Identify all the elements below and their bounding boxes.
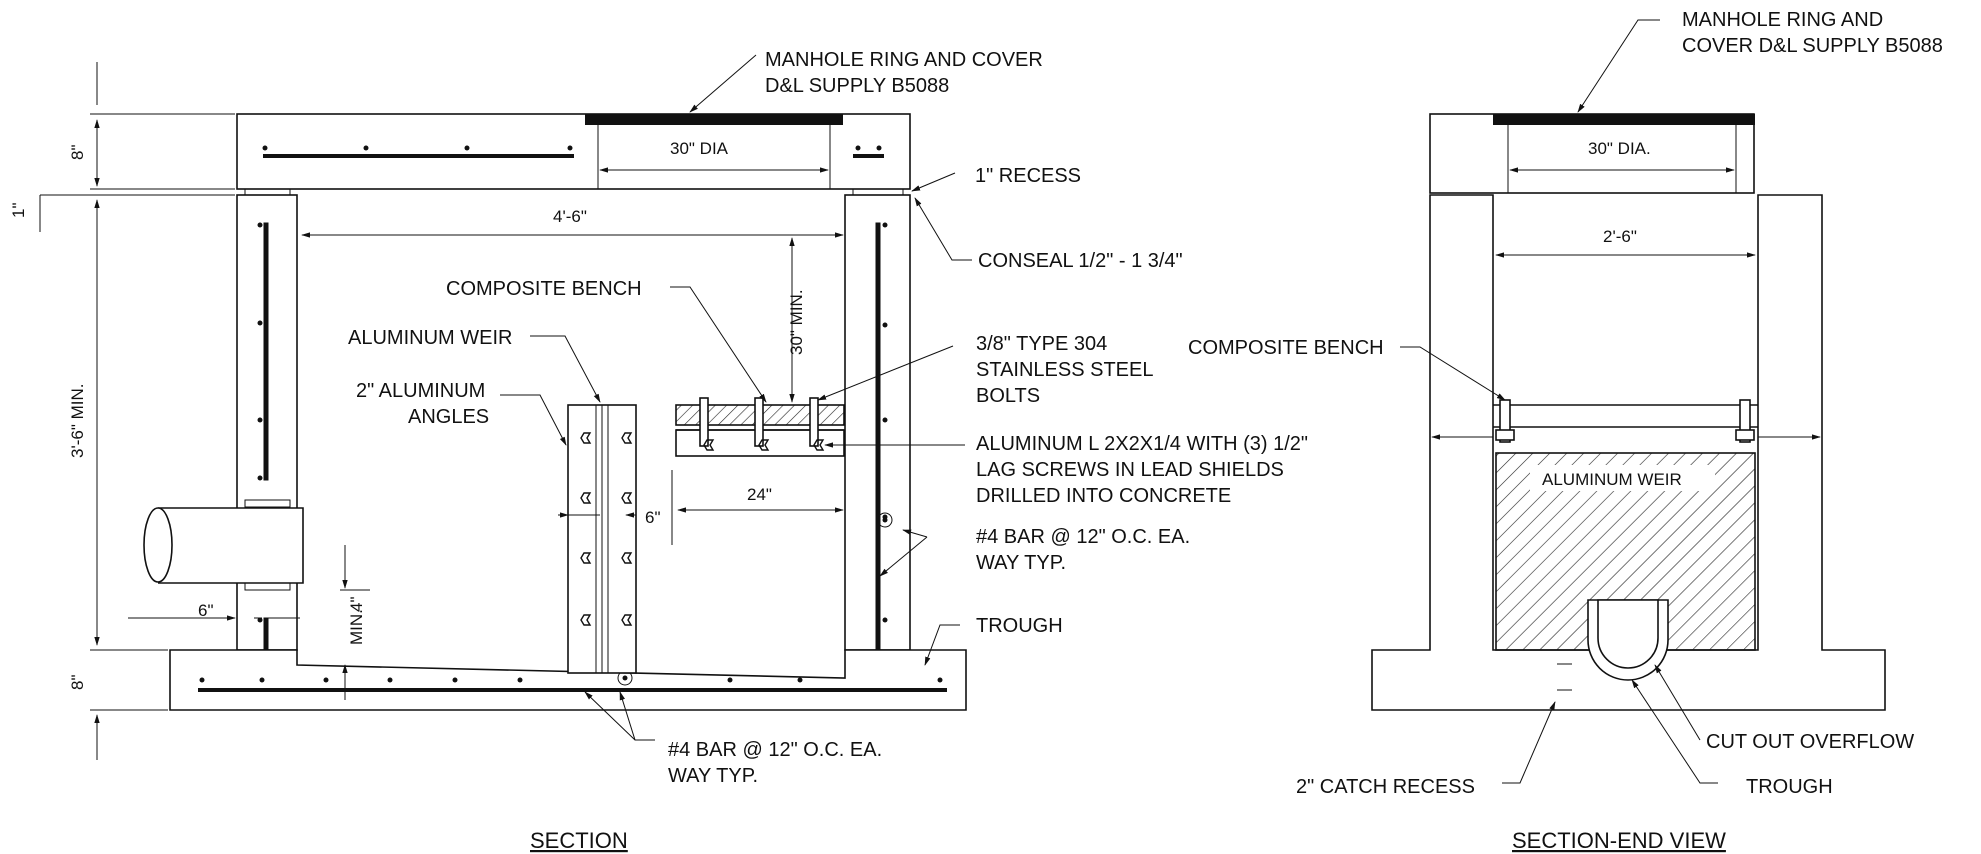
label-4-min-2: MIN. xyxy=(347,609,366,645)
end-label-composite-bench: COMPOSITE BENCH xyxy=(1188,337,1384,359)
label-6b: 6" xyxy=(198,601,214,620)
label-bolts-1: 3/8" TYPE 304 xyxy=(976,333,1107,355)
label-8-bot: 8" xyxy=(68,675,87,691)
label-3-6-min: 3'-6" MIN. xyxy=(68,384,87,458)
label-4-6: 4'-6" xyxy=(553,207,587,226)
label-manhole-ring-2: D&L SUPPLY B5088 xyxy=(765,75,949,97)
label-8-top: 8" xyxy=(68,145,87,161)
label-angles-1: 2" ALUMINUM xyxy=(356,380,485,402)
label-1: 1" xyxy=(9,203,28,219)
end-label-manhole-1: MANHOLE RING AND xyxy=(1682,9,1883,31)
label-aluminum-weir: ALUMINUM WEIR xyxy=(348,327,512,349)
label-bar-floor-1: #4 BAR @ 12" O.C. EA. xyxy=(668,739,882,761)
label-aluminum-l-2: LAG SCREWS IN LEAD SHIELDS xyxy=(976,459,1284,481)
end-label-manhole-2: COVER D&L SUPPLY B5088 xyxy=(1682,35,1943,57)
label-bar-wall-2: WAY TYP. xyxy=(976,552,1066,574)
end-label-trough: TROUGH xyxy=(1746,776,1833,798)
label-composite-bench: COMPOSITE BENCH xyxy=(446,278,642,300)
end-label-catch-recess: 2" CATCH RECESS xyxy=(1296,776,1475,798)
inlet-pipe xyxy=(158,507,304,584)
label-24: 24" xyxy=(747,485,772,504)
label-4-min-1: 4" xyxy=(347,597,366,613)
section-view: MANHOLE RING AND COVER D&L SUPPLY B5088 … xyxy=(9,49,1308,853)
end-label-30-dia: 30" DIA. xyxy=(1588,139,1651,158)
label-30-dia: 30" DIA xyxy=(670,139,729,158)
end-view-title: SECTION-END VIEW xyxy=(1512,828,1726,853)
label-bolts-2: STAINLESS STEEL xyxy=(976,359,1153,381)
top-slab xyxy=(236,113,911,190)
label-1-recess: 1" RECESS xyxy=(975,165,1081,187)
end-view: MANHOLE RING AND COVER D&L SUPPLY B5088 … xyxy=(1188,9,1943,853)
label-30-min: 30" MIN. xyxy=(787,289,806,355)
label-manhole-ring-1: MANHOLE RING AND COVER xyxy=(765,49,1043,71)
label-6a: 6" xyxy=(645,508,661,527)
label-bolts-3: BOLTS xyxy=(976,385,1040,407)
end-walls-floor xyxy=(1371,194,1886,711)
end-label-cut-out: CUT OUT OVERFLOW xyxy=(1706,731,1914,753)
label-bar-floor-2: WAY TYP. xyxy=(668,765,758,787)
label-aluminum-l-3: DRILLED INTO CONCRETE xyxy=(976,485,1231,507)
end-label-2-6: 2'-6" xyxy=(1603,227,1637,246)
label-bar-wall-1: #4 BAR @ 12" O.C. EA. xyxy=(976,526,1190,548)
label-trough: TROUGH xyxy=(976,615,1063,637)
floor-slab xyxy=(169,649,967,711)
section-title: SECTION xyxy=(530,828,628,853)
label-conseal: CONSEAL 1/2" - 1 3/4" xyxy=(978,250,1183,272)
label-angles-2: ANGLES xyxy=(408,406,489,428)
end-label-aluminum-weir: ALUMINUM WEIR xyxy=(1542,470,1682,489)
label-aluminum-l-1: ALUMINUM L 2X2X1/4 WITH (3) 1/2" xyxy=(976,433,1308,455)
manhole-ring xyxy=(585,114,843,125)
